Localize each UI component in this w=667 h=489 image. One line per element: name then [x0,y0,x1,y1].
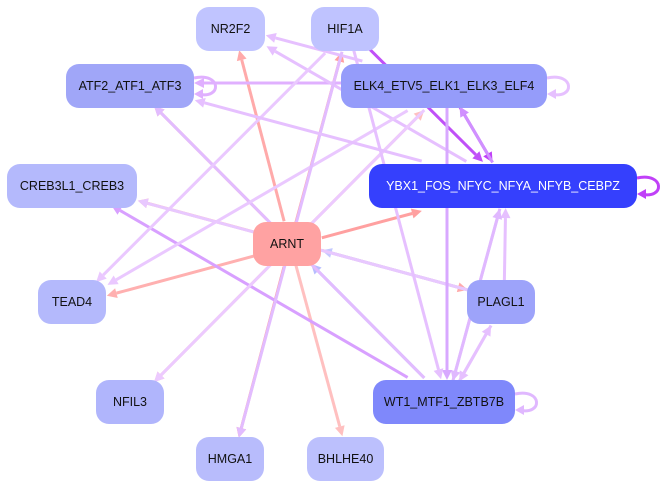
node-label: ARNT [269,237,305,251]
edge-wt1-wt1 [514,391,538,415]
node-elk4[interactable]: ELK4_ETV5_ELK1_ELK3_ELF4 [341,64,547,108]
node-hif1a[interactable]: HIF1A [311,7,379,51]
edge-elk4-tead4 [107,109,409,285]
edge-arnt-nr2f2 [236,50,286,222]
node-label: HMGA1 [207,452,253,466]
edge-ybx1-elk4 [459,106,494,164]
node-label: HIF1A [327,22,363,36]
node-label: YBX1_FOS_NFYC_NFYA_NFYB_CEBPZ [386,179,620,193]
node-atf2[interactable]: ATF2_ATF1_ATF3 [66,64,194,108]
edge-arnt-bhlhe40 [294,264,345,437]
edge-elk4-elk4 [546,75,570,99]
edge-plagl1-ybx1 [500,208,511,281]
node-label: BHLHE40 [317,452,374,466]
node-wt1[interactable]: WT1_MTF1_ZBTB7B [373,380,515,424]
node-label: TEAD4 [51,295,93,309]
node-creb3l1[interactable]: CREB3L1_CREB3 [7,164,137,208]
node-hmga1[interactable]: HMGA1 [196,437,264,481]
node-nr2f2[interactable]: NR2F2 [196,7,265,51]
edge-elk4-atf2 [194,78,341,88]
node-label: ELK4_ETV5_ELK1_ELK3_ELF4 [353,79,535,93]
edge-arnt-ybx1 [321,208,422,240]
node-arnt[interactable]: ARNT [253,222,321,266]
node-label: PLAGL1 [477,295,525,309]
node-label: CREB3L1_CREB3 [19,179,125,193]
node-label: NR2F2 [210,22,251,36]
node-plagl1[interactable]: PLAGL1 [467,280,535,324]
edge-ybx1-ybx1 [636,175,660,199]
node-label: WT1_MTF1_ZBTB7B [383,395,505,409]
edge-atf2-atf2 [193,75,217,99]
node-label: NFIL3 [112,395,148,409]
edge-plagl1-wt1 [459,324,493,382]
edge-arnt-tead4 [106,254,255,298]
node-tead4[interactable]: TEAD4 [38,280,106,324]
node-bhlhe40[interactable]: BHLHE40 [307,437,384,481]
node-nfil3[interactable]: NFIL3 [96,380,164,424]
edge-ybx1-atf2 [194,98,423,163]
node-ybx1[interactable]: YBX1_FOS_NFYC_NFYA_NFYB_CEBPZ [369,164,637,208]
node-label: ATF2_ATF1_ATF3 [78,79,182,93]
edge-elk4-wt1 [442,108,452,380]
edge-hif1a-tead4 [96,52,327,283]
